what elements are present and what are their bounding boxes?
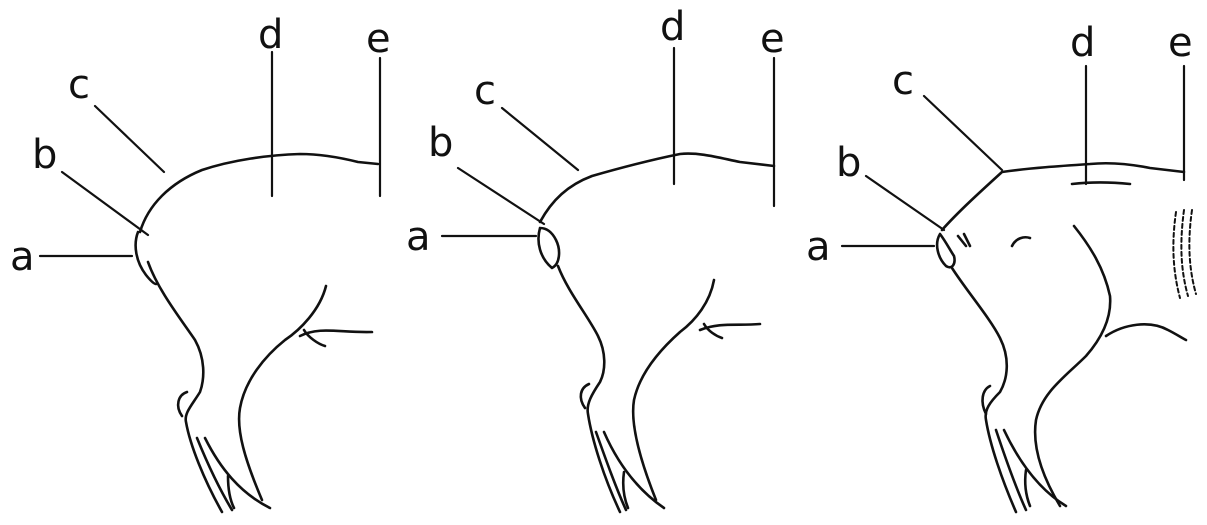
- panel-2-label-d: d: [660, 4, 685, 50]
- panel-3-small-process: [937, 234, 954, 267]
- panel-2-label-c: c: [474, 68, 496, 114]
- panel-3-label-b: b: [836, 140, 861, 186]
- panel-3-dashed-line-1: [1173, 212, 1180, 298]
- panel-1-branch-1: [300, 331, 372, 336]
- panel-1-rear-contour: [239, 286, 326, 500]
- panel-2-cranial-outline: [540, 154, 774, 222]
- panel-2-jaw-line-1: [596, 432, 626, 510]
- panel-2: a b c d e: [406, 4, 785, 512]
- panel-2-leader-c: [502, 108, 578, 170]
- panel-2-label-e: e: [760, 16, 785, 62]
- panel-3-rear-contour: [1035, 226, 1110, 506]
- panel-3-cranial-outline: [942, 163, 1184, 230]
- panel-3-label-c: c: [892, 58, 914, 104]
- panel-3-leader-b: [866, 176, 944, 230]
- panel-2-rear-contour: [633, 280, 714, 500]
- panel-3-branch-1: [1106, 324, 1186, 340]
- panel-1: a b c d e: [10, 12, 391, 512]
- panel-3-dashed-line-2: [1181, 210, 1188, 296]
- panel-2-leader-b: [458, 168, 544, 224]
- panel-1-label-c: c: [68, 62, 90, 108]
- panel-3-orbit-mark: [1012, 237, 1030, 246]
- panel-1-front-contour: [148, 262, 222, 512]
- panel-3-leader-c: [924, 96, 1002, 170]
- panel-1-leader-b: [62, 172, 148, 235]
- panel-1-label-a: a: [10, 234, 35, 280]
- panel-3-label-a: a: [806, 224, 831, 270]
- panel-2-label-b: b: [428, 120, 453, 166]
- panel-1-label-e: e: [366, 16, 391, 62]
- panel-1-label-b: b: [32, 132, 57, 178]
- panel-1-leader-c: [95, 106, 164, 172]
- panel-1-label-d: d: [258, 12, 283, 58]
- panel-1-tooth: [178, 392, 187, 416]
- panel-3-label-d: d: [1070, 20, 1095, 66]
- panel-3-jaw-line-3: [1025, 470, 1030, 506]
- panel-3: a b c d e: [806, 20, 1196, 512]
- panel-2-label-a: a: [406, 214, 431, 260]
- panel-3-short-mark: [1072, 183, 1130, 185]
- panel-1-cranial-outline: [140, 154, 378, 232]
- panel-3-dashed-line-3: [1189, 210, 1196, 294]
- panel-2-small-process: [539, 228, 560, 268]
- panel-3-tick-mark: [958, 234, 970, 246]
- panel-3-label-e: e: [1168, 20, 1193, 66]
